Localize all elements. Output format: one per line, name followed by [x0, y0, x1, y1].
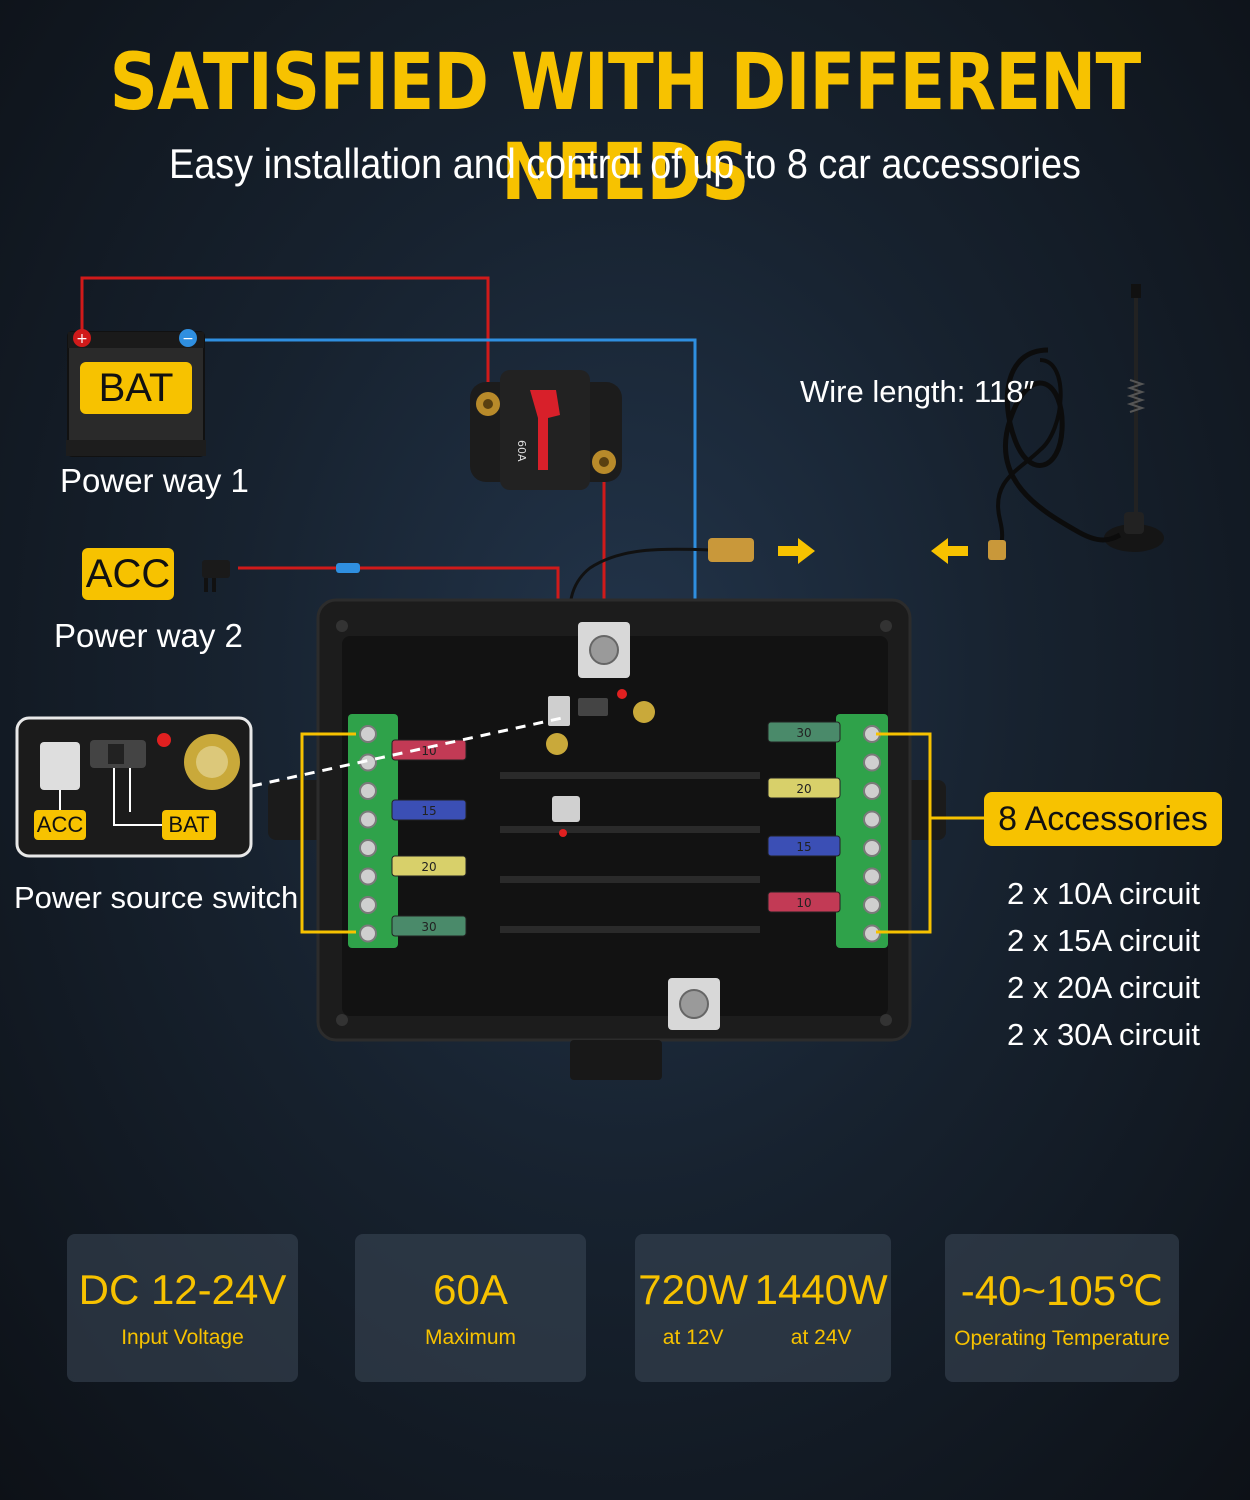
spec-card-power: 720W at 12V 1440W at 24V	[635, 1234, 891, 1382]
terminal-screw	[863, 810, 881, 829]
page-subtitle: Easy installation and control of up to 8…	[169, 140, 1081, 187]
fuse-label: 10	[796, 896, 811, 910]
fuse-body	[391, 915, 467, 937]
fuse-icon: 20	[391, 855, 467, 877]
circuit-line: 2 x 10A circuit	[1007, 876, 1200, 911]
terminal-screw	[359, 839, 377, 857]
battery-caption: Power way 1	[60, 462, 249, 499]
fuse-label: 15	[421, 804, 436, 818]
fuse-body	[767, 891, 841, 913]
terminal-screws	[359, 725, 881, 943]
fuse-label: 20	[796, 782, 811, 796]
circuit-line: 2 x 30A circuit	[1007, 1017, 1200, 1052]
terminal-screw	[863, 896, 881, 914]
spec-card-temperature: -40~105℃ Operating Temperature	[945, 1234, 1179, 1382]
fuse-label: 20	[421, 860, 436, 874]
switch-caption: Power source switch	[14, 880, 299, 915]
fuse-icon: 20	[767, 777, 841, 799]
add-a-fuse-icon	[202, 560, 230, 592]
accessories-tag: 8 Accessories	[984, 792, 1222, 846]
svg-text:−: −	[182, 331, 194, 347]
fuse-label: 30	[421, 920, 436, 934]
fuse-body	[767, 777, 841, 799]
fuse-body	[767, 721, 841, 743]
antenna-icon	[988, 284, 1164, 560]
terminal-screw	[863, 867, 881, 886]
spec-label: Operating Temperature	[954, 1327, 1170, 1350]
fuse-body	[391, 799, 467, 821]
fuse-icon: 10	[767, 891, 841, 913]
terminal-screw	[359, 725, 377, 743]
positive-wire	[80, 276, 490, 398]
fuse-body	[767, 835, 841, 857]
right-bracket-line	[876, 732, 932, 934]
spec-value-12v: 720W	[638, 1266, 749, 1313]
spec-value: DC 12-24V	[78, 1266, 287, 1313]
page-title: SATISFIED WITH DIFFERENT NEEDS	[109, 38, 1142, 218]
spec-value-24v: 1440W	[754, 1266, 888, 1313]
spec-card-voltage: DC 12-24V Input Voltage	[67, 1234, 298, 1382]
switch-acc-label: ACC	[34, 810, 86, 840]
circuit-breaker-icon: 60A	[470, 370, 622, 490]
fuse-body	[391, 739, 467, 761]
terminal-screw	[359, 867, 377, 886]
fuse-label: 15	[796, 840, 811, 854]
sma-connector-icon	[708, 538, 754, 562]
circuit-line: 2 x 15A circuit	[1007, 923, 1200, 958]
terminal-screw	[863, 782, 881, 800]
circuit-line: 2 x 20A circuit	[1007, 970, 1200, 1005]
fuse-icon: 30	[391, 915, 467, 937]
breaker-rating: 60A	[515, 440, 528, 462]
battery-tag: BAT	[80, 362, 192, 414]
fuse-label: 30	[796, 726, 811, 740]
spec-label-24v: at 24V	[790, 1326, 852, 1349]
acc-wire-connector	[336, 563, 360, 573]
fuse-body	[391, 855, 467, 877]
fuse-icon: 30	[767, 721, 841, 743]
switch-bat-label: BAT	[162, 810, 216, 840]
fuse-icon: 15	[767, 835, 841, 857]
terminal-screw	[359, 924, 377, 943]
spec-value: -40~105℃	[960, 1267, 1164, 1314]
terminal-screw	[359, 896, 377, 914]
spec-card-current: 60A Maximum	[355, 1234, 586, 1382]
terminal-screw	[359, 782, 377, 800]
arrow-right-icon	[778, 538, 815, 564]
wire-length-label: Wire length: 118″	[800, 374, 1035, 409]
acc-caption: Power way 2	[54, 617, 243, 654]
terminal-screw	[863, 839, 881, 857]
antenna-lead-wire	[566, 547, 711, 621]
left-bracket-line	[300, 732, 356, 934]
spec-label-12v: at 12V	[662, 1326, 724, 1349]
spec-label: Input Voltage	[121, 1326, 244, 1349]
acc-tag: ACC	[82, 548, 174, 600]
spec-label: Maximum	[424, 1326, 516, 1349]
spec-value: 60A	[433, 1266, 508, 1313]
fuse-icon: 15	[391, 799, 467, 821]
svg-text:+: +	[76, 331, 88, 347]
terminal-screw	[863, 753, 881, 772]
terminal-screw	[359, 810, 377, 829]
arrow-left-icon	[931, 538, 968, 564]
